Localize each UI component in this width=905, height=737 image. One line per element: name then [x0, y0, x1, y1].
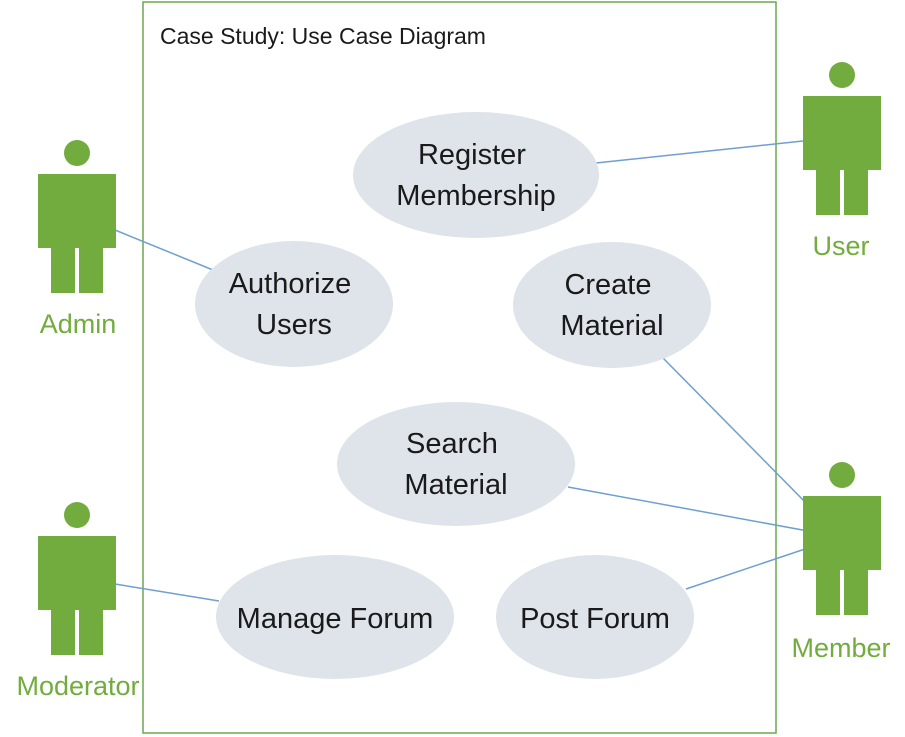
actor-admin[interactable]: Admin [38, 140, 116, 339]
use-case-ellipse [195, 241, 393, 367]
association-moderator-manage-forum [114, 583, 220, 602]
use-case-label: Register Membership [396, 139, 556, 212]
use-case-label-line: Membership [396, 180, 556, 212]
use-case-label: Post Forum [520, 603, 670, 635]
actor-member[interactable]: Member [791, 462, 891, 663]
use-case-label-line: Search [406, 428, 498, 460]
use-case-create-material[interactable]: Create Material [513, 242, 711, 368]
use-case-manage-forum[interactable]: Manage Forum [216, 555, 454, 679]
association-member-create-material [662, 357, 811, 508]
actor-label: Moderator [16, 671, 139, 701]
use-case-search-material[interactable]: Search Material [337, 402, 575, 526]
person-icon [38, 140, 116, 293]
use-case-label-line: Material [404, 469, 507, 501]
use-case-post-forum[interactable]: Post Forum [496, 555, 694, 679]
use-case-label-line: Users [256, 309, 332, 341]
use-case-label-line: Create [564, 269, 651, 301]
use-case-ellipse [337, 402, 575, 526]
actor-user[interactable]: User [803, 62, 881, 261]
use-case-ellipse [496, 555, 694, 679]
person-icon [803, 462, 881, 615]
actor-label: Admin [40, 309, 117, 339]
use-case-authorize-users[interactable]: Authorize Users [195, 241, 393, 367]
use-case-label-line: Register [418, 139, 526, 171]
actor-moderator[interactable]: Moderator [16, 502, 140, 701]
association-user-register-membership [595, 140, 804, 164]
use-case-label: Manage Forum [237, 603, 434, 635]
association-admin-authorize-users [114, 229, 214, 271]
use-case-label: Authorize Users [229, 268, 360, 341]
actor-label: Member [791, 633, 890, 663]
actor-label: User [812, 231, 869, 261]
use-case-ellipse [216, 555, 454, 679]
person-icon [803, 62, 881, 215]
use-case-ellipse [513, 242, 711, 368]
diagram-title: Case Study: Use Case Diagram [160, 23, 486, 49]
system-boundary [142, 1, 777, 734]
use-case-label-line: Authorize [229, 268, 352, 300]
use-case-label: Create Material [560, 269, 663, 342]
associations [114, 140, 811, 602]
use-case-register-membership[interactable]: Register Membership [353, 112, 599, 238]
association-member-post-forum [685, 548, 806, 590]
association-member-search-material [567, 486, 809, 532]
use-case-label: Search Material [404, 428, 507, 501]
person-icon [38, 502, 116, 655]
use-case-ellipse [353, 112, 599, 238]
use-case-label-line: Material [560, 310, 663, 342]
